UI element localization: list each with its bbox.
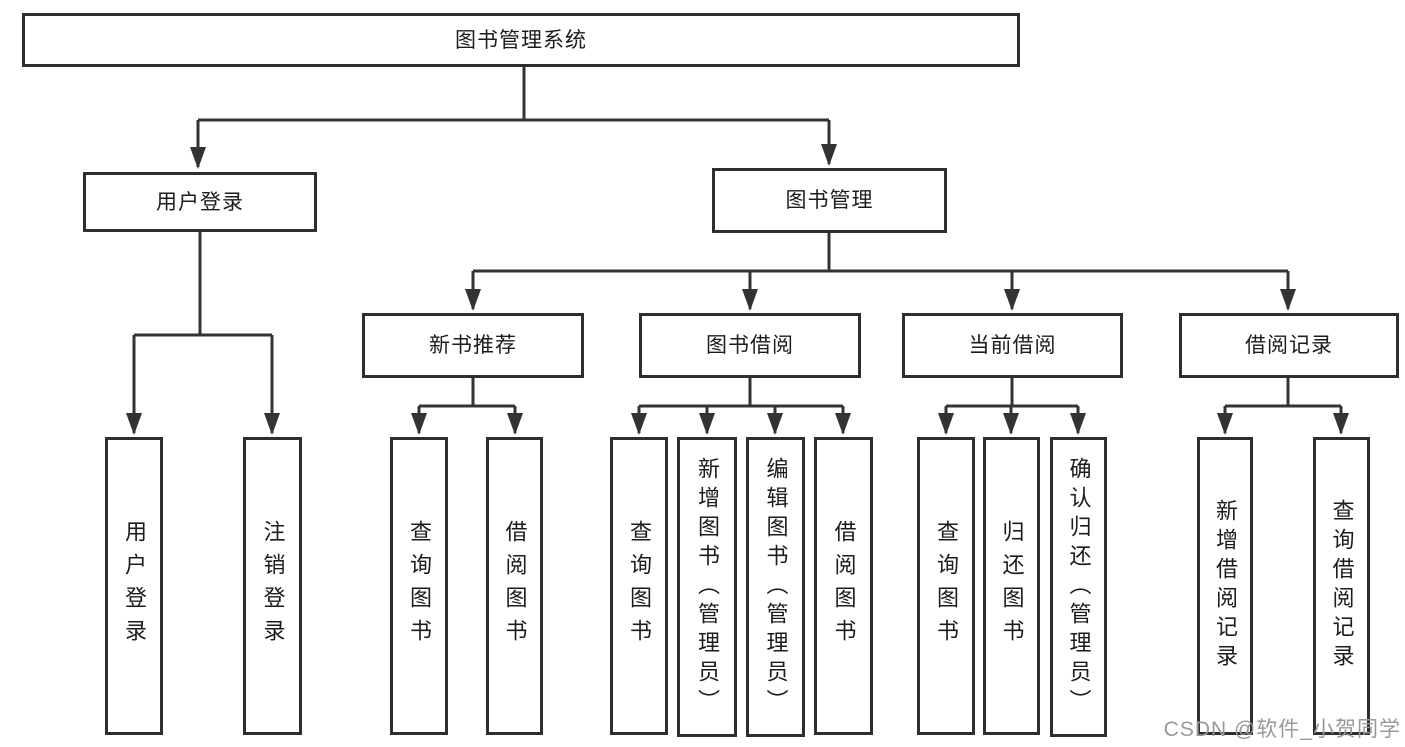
- leaf-edit-book-admin: 编辑图书（管理员）: [746, 437, 805, 737]
- leaf-borrow-books-1-label: 借阅图书: [502, 520, 528, 652]
- node-user-login: 用户登录: [83, 172, 317, 232]
- leaf-logout-label: 注销登录: [260, 520, 286, 652]
- leaf-borrow-books-1: 借阅图书: [486, 437, 543, 735]
- watermark: CSDN @软件_小贺同学: [1163, 718, 1401, 741]
- leaf-return-books: 归还图书: [983, 437, 1040, 735]
- leaf-borrow-books-2: 借阅图书: [814, 437, 873, 735]
- leaf-add-borrow-record: 新增借阅记录: [1197, 437, 1253, 735]
- leaf-edit-book-admin-label: 编辑图书（管理员）: [763, 456, 789, 718]
- leaf-query-books-1-label: 查询图书: [407, 520, 432, 652]
- leaf-user-login-label: 用户登录: [122, 520, 147, 652]
- node-book-borrow: 图书借阅: [639, 313, 861, 378]
- leaf-confirm-return-admin: 确认归还（管理员）: [1050, 437, 1107, 737]
- leaf-query-books-2: 查询图书: [610, 437, 668, 735]
- leaf-query-books-3-label: 查询图书: [934, 520, 959, 652]
- node-root: 图书管理系统: [22, 13, 1020, 67]
- leaf-add-book-admin-label: 新增图书（管理员）: [695, 456, 720, 718]
- node-borrow-records: 借阅记录: [1179, 313, 1399, 378]
- leaf-query-borrow-record: 查询借阅记录: [1313, 437, 1370, 735]
- leaf-confirm-return-admin-label: 确认归还（管理员）: [1066, 456, 1092, 718]
- leaf-query-books-3: 查询图书: [917, 437, 975, 735]
- node-new-book-recommend: 新书推荐: [362, 313, 584, 378]
- node-book-borrow-label: 图书借阅: [706, 334, 794, 357]
- node-root-label: 图书管理系统: [455, 28, 587, 52]
- node-current-borrow: 当前借阅: [902, 313, 1123, 378]
- leaf-add-book-admin: 新增图书（管理员）: [677, 437, 737, 737]
- leaf-add-borrow-record-label: 新增借阅记录: [1213, 499, 1238, 673]
- leaf-return-books-label: 归还图书: [999, 520, 1025, 652]
- leaf-query-books-2-label: 查询图书: [627, 520, 652, 652]
- node-book-management: 图书管理: [712, 168, 947, 233]
- leaf-user-login: 用户登录: [105, 437, 163, 735]
- node-current-borrow-label: 当前借阅: [968, 334, 1057, 357]
- node-book-management-label: 图书管理: [785, 189, 874, 212]
- leaf-query-books-1: 查询图书: [390, 437, 448, 735]
- node-user-login-label: 用户登录: [156, 190, 244, 214]
- node-borrow-records-label: 借阅记录: [1245, 334, 1333, 357]
- leaf-query-borrow-record-label: 查询借阅记录: [1329, 499, 1355, 673]
- leaf-logout: 注销登录: [243, 437, 302, 735]
- leaf-borrow-books-2-label: 借阅图书: [831, 520, 857, 652]
- node-new-book-recommend-label: 新书推荐: [429, 334, 517, 357]
